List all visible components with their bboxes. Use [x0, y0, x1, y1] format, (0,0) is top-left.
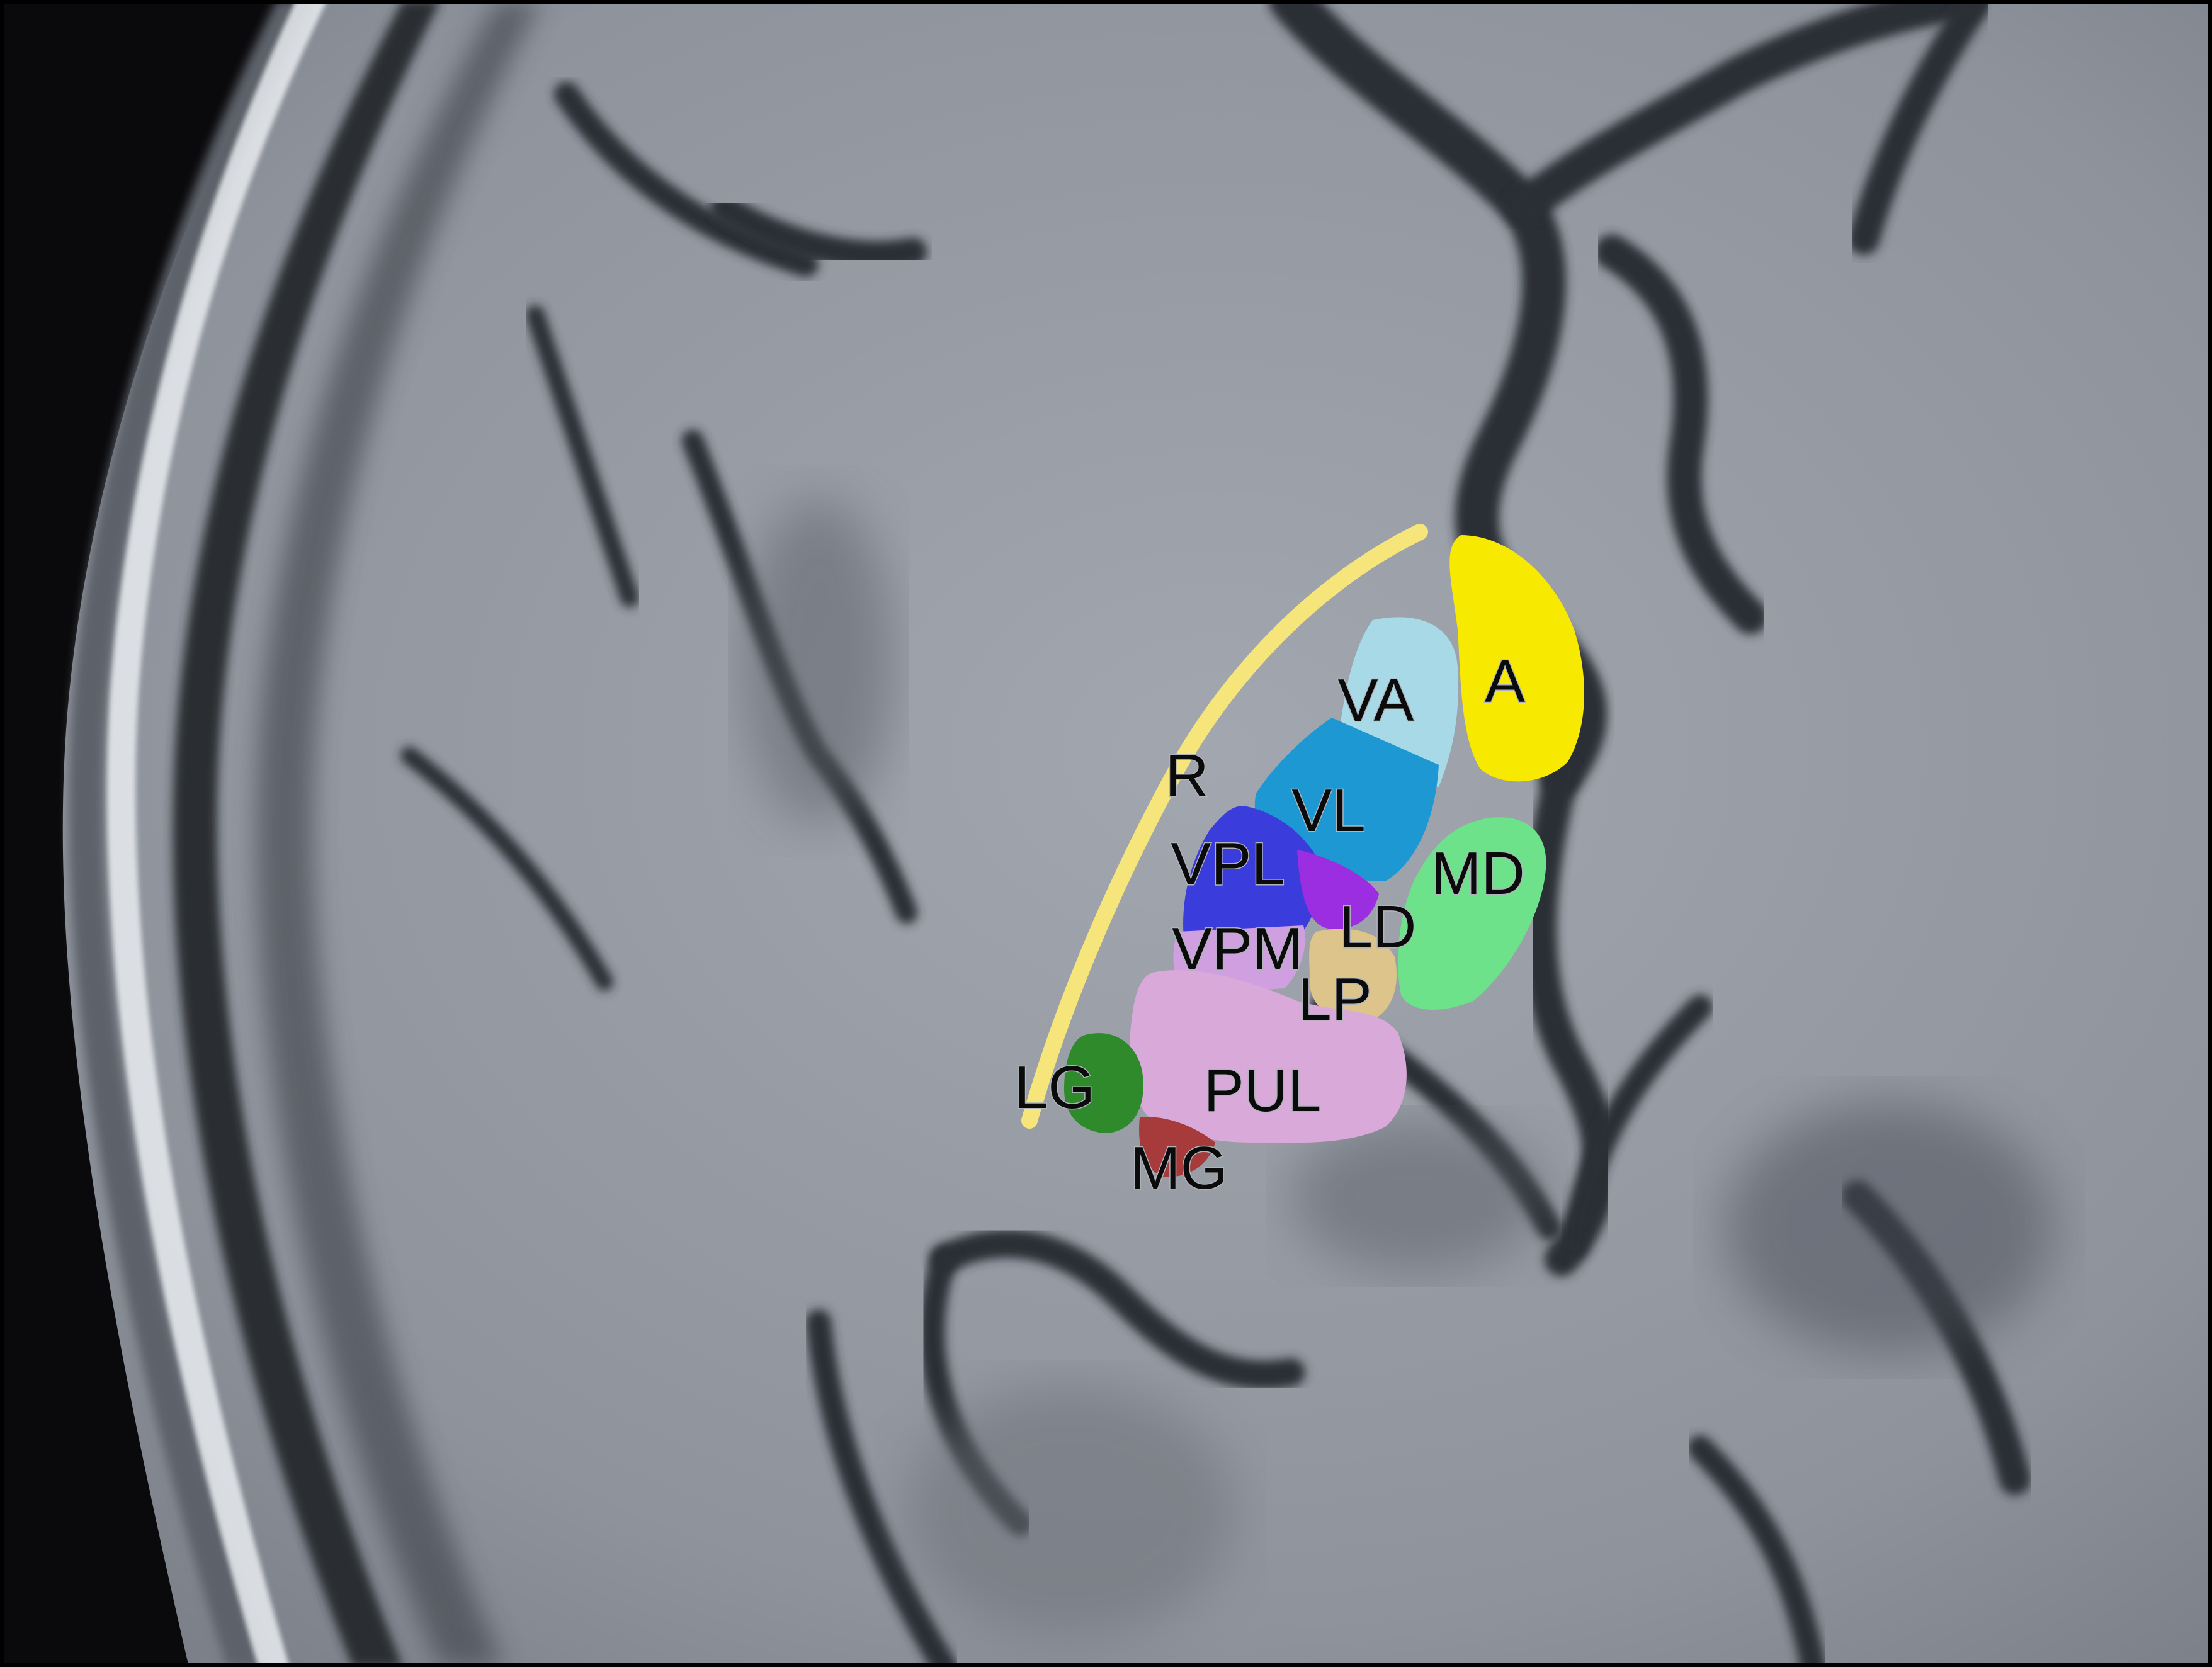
label-R: R — [1165, 742, 1208, 810]
label-VA: VA — [1338, 667, 1414, 734]
label-PUL: PUL — [1204, 1057, 1322, 1124]
label-MG: MG — [1130, 1134, 1228, 1202]
label-MD: MD — [1431, 840, 1524, 907]
label-VPM: VPM — [1172, 915, 1303, 983]
label-LD: LD — [1339, 893, 1417, 961]
label-LG: LG — [1014, 1054, 1095, 1121]
label-A: A — [1485, 648, 1525, 715]
label-VL: VL — [1291, 777, 1365, 844]
label-VPL: VPL — [1171, 830, 1285, 898]
label-LP: LP — [1298, 966, 1371, 1033]
